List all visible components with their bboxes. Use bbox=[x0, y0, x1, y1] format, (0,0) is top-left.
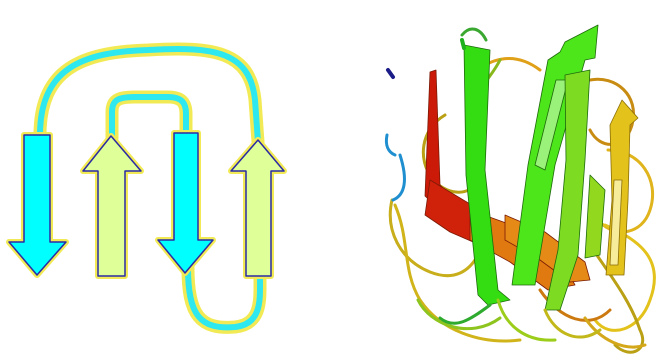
green-strand-highlight bbox=[534, 79, 569, 171]
beta-strands bbox=[8, 132, 285, 277]
topology-diagram bbox=[6, 42, 287, 334]
bottom-loop-core bbox=[185, 265, 264, 331]
strand-2-up-arrow bbox=[82, 135, 142, 277]
inner-top-loop-core bbox=[109, 94, 189, 141]
yellow-strand-shine bbox=[609, 179, 623, 266]
front-loops bbox=[438, 38, 602, 342]
lime-strand-mid bbox=[584, 174, 606, 259]
ribbon-structure bbox=[384, 24, 656, 354]
strand-1-down-arrow bbox=[8, 134, 67, 276]
strand-3-down-arrow bbox=[157, 132, 214, 274]
green-strand-left bbox=[463, 44, 511, 306]
strand-4-up-arrow bbox=[230, 139, 285, 277]
green-sheets bbox=[463, 24, 606, 311]
outer-top-loop-core bbox=[37, 45, 261, 145]
lime-strand-arrow bbox=[544, 69, 591, 311]
yellow-sheet bbox=[605, 99, 639, 276]
green-strand-arrow-tall bbox=[511, 24, 599, 286]
connection-loops bbox=[33, 42, 267, 334]
